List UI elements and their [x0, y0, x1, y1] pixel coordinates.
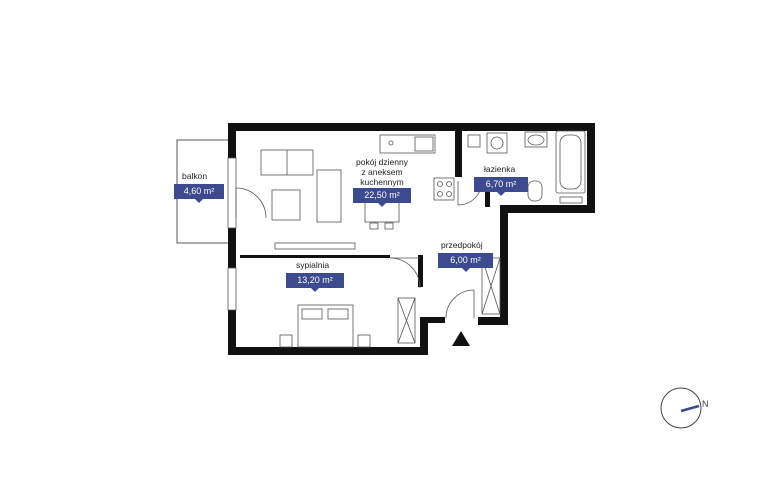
coffee-table — [271, 189, 301, 221]
area-badge-lazienka: 6,70 m² — [474, 177, 528, 196]
stove — [433, 177, 455, 201]
compass — [660, 387, 702, 429]
room-label-sypialnia: sypialnia — [296, 260, 330, 270]
area-badge-sypialnia: 13,20 m² — [286, 273, 344, 292]
room-label-balkon: balkon — [182, 171, 208, 181]
area-badge-pokoj-dzienny: 22,50 m² — [353, 188, 411, 207]
room-label-lazienka: łazienka — [484, 164, 516, 174]
area-badge-balkon: 4,60 m² — [174, 184, 224, 203]
area-badge-przedpokoj: 6,00 m² — [438, 253, 493, 272]
shower-tray — [559, 196, 583, 204]
compass-north-label: N — [702, 399, 709, 409]
furniture — [260, 130, 586, 348]
kitchen-counter — [379, 134, 436, 154]
bathtub — [555, 130, 586, 194]
armchair — [316, 169, 342, 223]
bed — [297, 304, 354, 348]
wardrobe-bedroom — [397, 297, 416, 344]
washbasin — [524, 131, 548, 148]
walls — [228, 123, 595, 355]
windows — [227, 157, 237, 311]
toilet — [527, 180, 543, 202]
room-label-pokoj-dzienny: pokój dzienny z aneksem kuchennym — [356, 157, 408, 187]
room-label-przedpokoj: przedpokój — [441, 240, 483, 250]
entrance-arrow — [452, 331, 470, 346]
washing-machine — [486, 132, 508, 154]
doors — [235, 180, 483, 319]
tv-stand — [274, 242, 356, 250]
